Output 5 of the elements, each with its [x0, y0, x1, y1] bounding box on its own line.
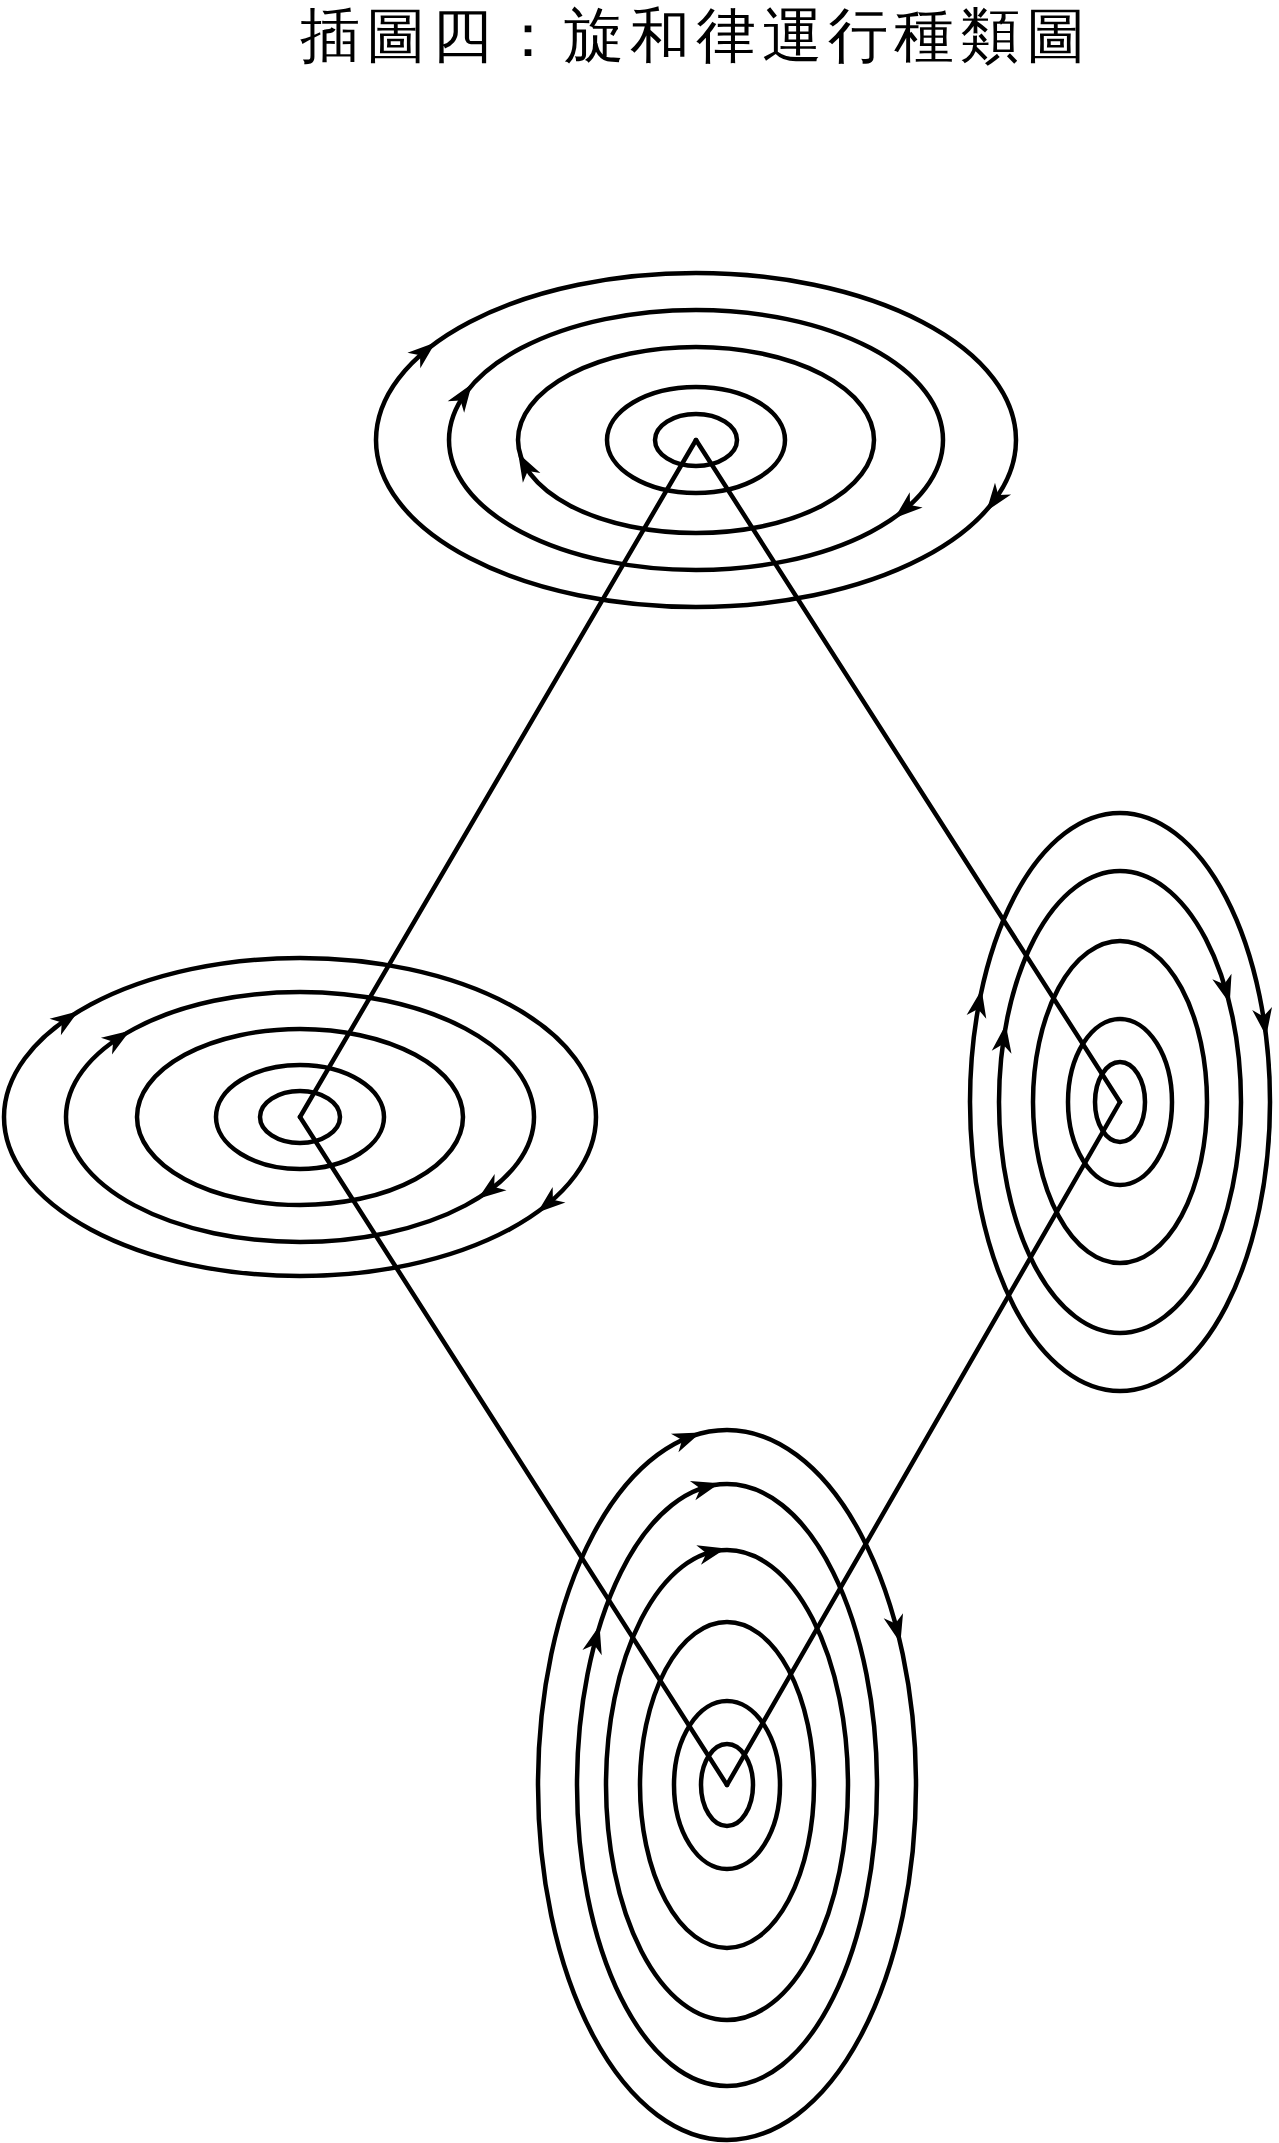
connector-line [297, 1114, 730, 1788]
connector-line [724, 1099, 1123, 1788]
connector-line [297, 437, 699, 1120]
connector-line [693, 437, 1123, 1105]
title: 插圖四：旋和律運行種類圖 [300, 0, 1092, 70]
